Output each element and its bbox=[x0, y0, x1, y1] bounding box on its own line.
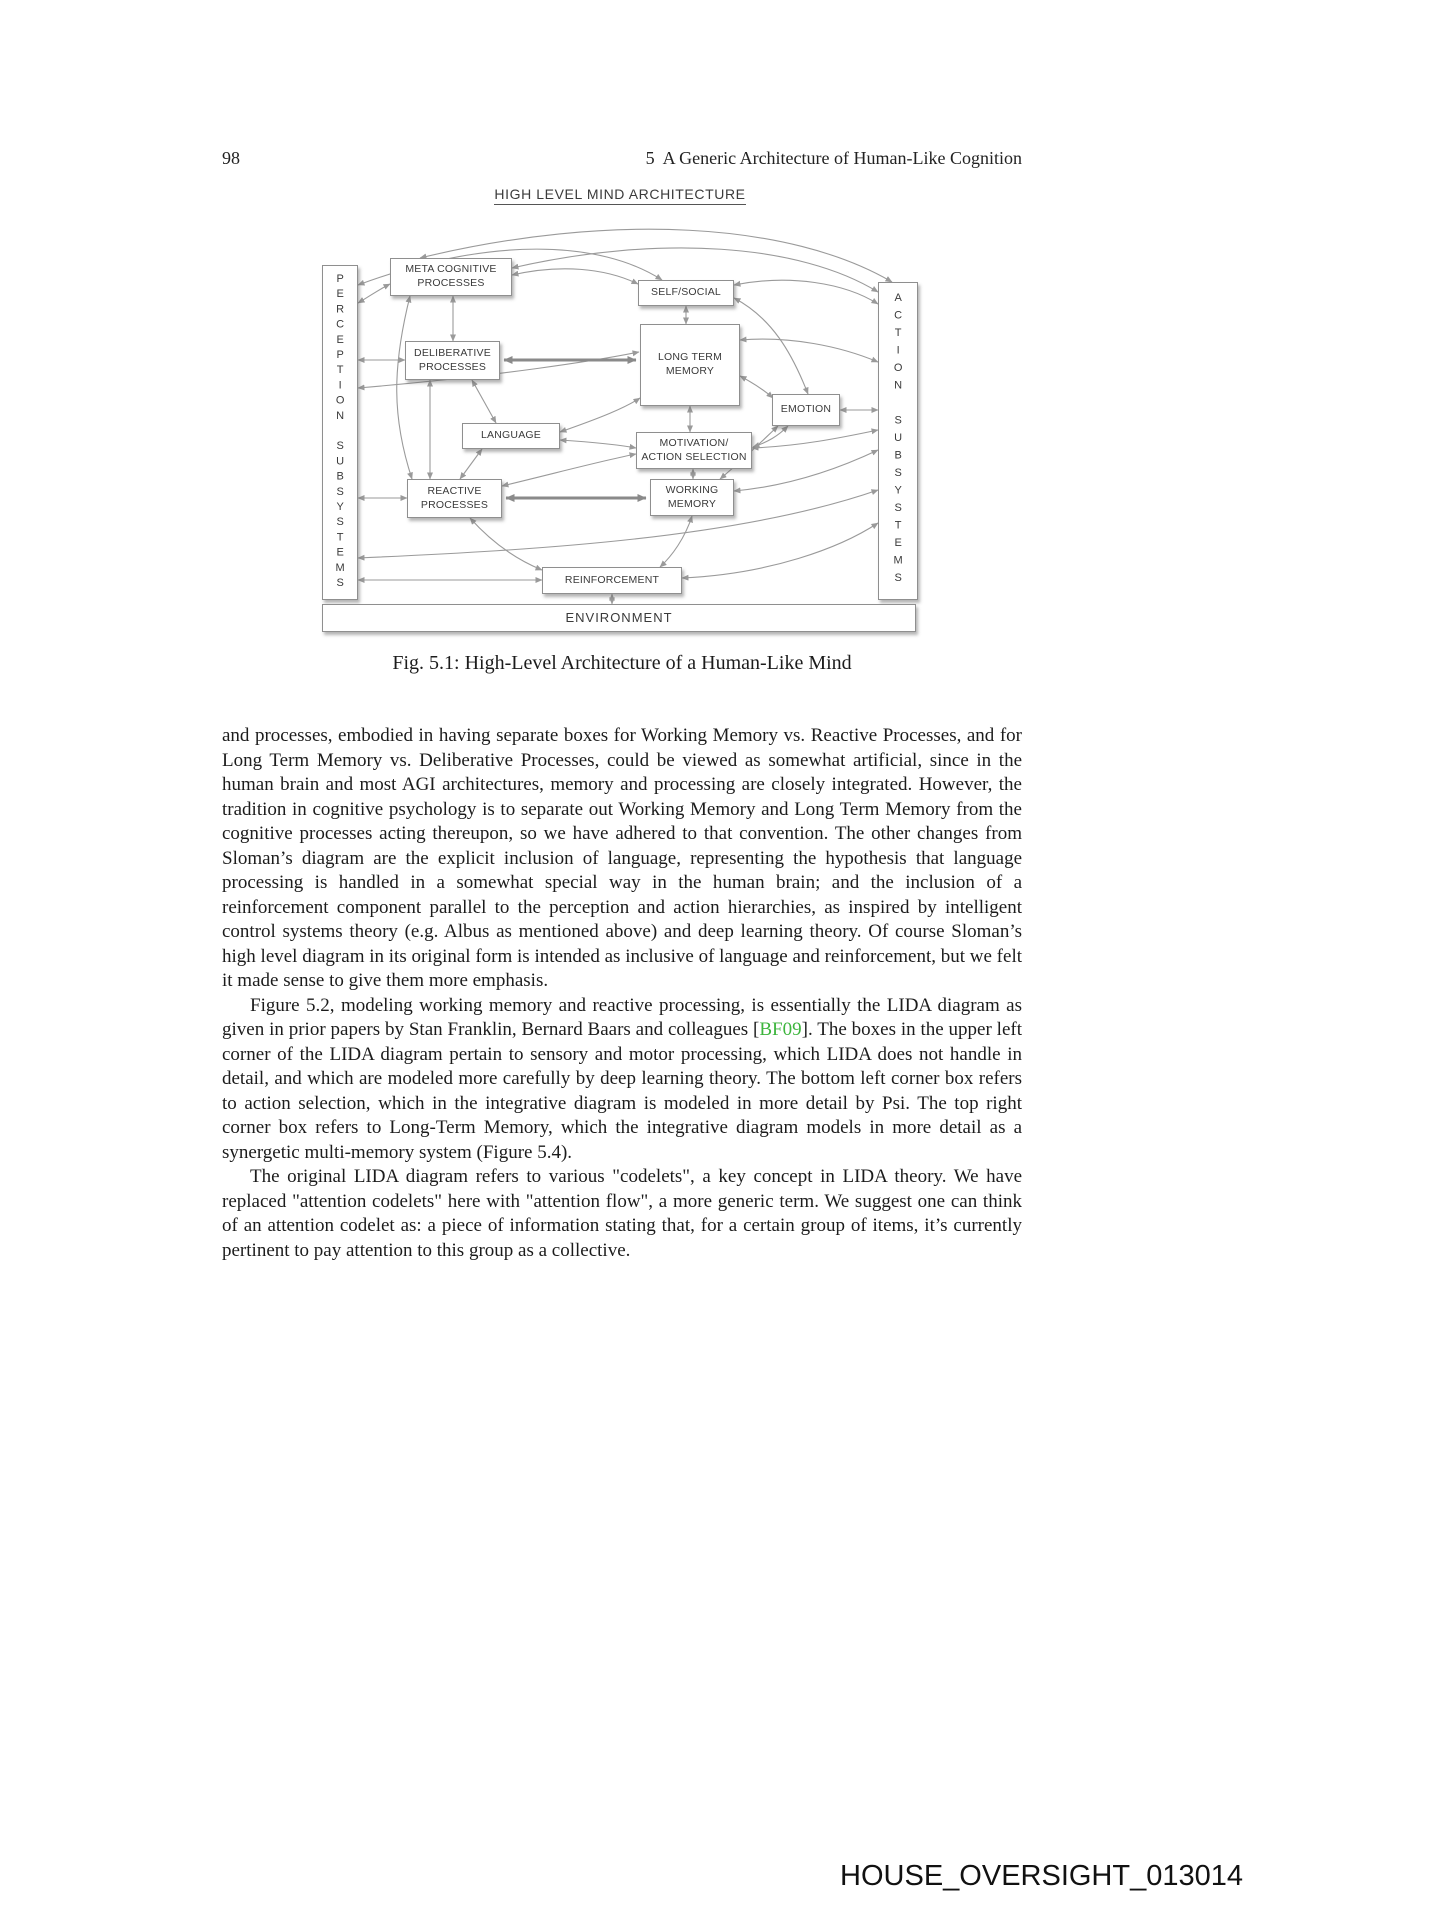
node-working-memory-label: WORKING MEMORY bbox=[665, 483, 719, 510]
node-motivation-label: MOTIVATION/ ACTION SELECTION bbox=[641, 436, 747, 463]
node-reinforcement: REINFORCEMENT bbox=[542, 567, 682, 594]
citation-bf09[interactable]: BF09 bbox=[759, 1019, 802, 1040]
figure-arrows bbox=[357, 228, 893, 605]
node-working-memory: WORKING MEMORY bbox=[650, 479, 734, 516]
body-text: and processes, embodied in having separa… bbox=[222, 724, 1022, 1263]
node-environment-label: ENVIRONMENT bbox=[565, 609, 673, 625]
node-deliberative-processes: DELIBERATIVE PROCESSES bbox=[405, 341, 500, 380]
watermark-label: HOUSE_OVERSIGHT_013014 bbox=[840, 1860, 1243, 1892]
node-action-label: ACTION SUBSYSTEMS bbox=[892, 292, 905, 590]
figure-title: HIGH LEVEL MIND ARCHITECTURE bbox=[320, 186, 920, 205]
node-motivation-action-selection: MOTIVATION/ ACTION SELECTION bbox=[636, 432, 752, 469]
node-emotion-label: EMOTION bbox=[780, 403, 832, 416]
node-emotion: EMOTION bbox=[772, 394, 840, 426]
figure-caption: Fig. 5.1: High-Level Architecture of a H… bbox=[392, 652, 852, 674]
paragraph-3: The original LIDA diagram refers to vari… bbox=[222, 1166, 1022, 1261]
paragraph-2-before: Figure 5.2, modeling working memory and … bbox=[222, 994, 1022, 1041]
node-language-label: LANGUAGE bbox=[481, 429, 541, 442]
node-perception-subsystems: PERCEPTION SUBSYSTEMS bbox=[322, 265, 358, 600]
node-perception-label: PERCEPTION SUBSYSTEMS bbox=[334, 272, 347, 593]
node-deliberative-label: DELIBERATIVE PROCESSES bbox=[414, 346, 491, 373]
node-language: LANGUAGE bbox=[462, 423, 560, 449]
figure-diagram: PERCEPTION SUBSYSTEMS ACTION SUBSYSTEMS … bbox=[320, 228, 920, 638]
node-self-social-label: SELF/SOCIAL bbox=[651, 286, 721, 299]
node-environment: ENVIRONMENT bbox=[322, 604, 916, 632]
node-ltm-label: LONG TERM MEMORY bbox=[657, 351, 723, 377]
running-header: 98 5 A Generic Architecture of Human-Lik… bbox=[222, 148, 1022, 169]
node-reinforcement-label: REINFORCEMENT bbox=[564, 573, 660, 586]
node-action-subsystems: ACTION SUBSYSTEMS bbox=[878, 282, 918, 600]
node-meta-label: META COGNITIVE PROCESSES bbox=[405, 263, 497, 289]
running-header-title: 5 A Generic Architecture of Human-Like C… bbox=[645, 148, 1022, 168]
thick-arrow-set bbox=[503, 356, 647, 502]
arrow-set bbox=[357, 228, 893, 605]
paragraph-1: and processes, embodied in having separa… bbox=[222, 725, 1022, 991]
node-long-term-memory: LONG TERM MEMORY bbox=[640, 324, 740, 406]
node-meta-cognitive-processes: META COGNITIVE PROCESSES bbox=[390, 258, 512, 296]
node-self-social: SELF/SOCIAL bbox=[638, 280, 734, 306]
node-reactive-processes: REACTIVE PROCESSES bbox=[407, 479, 502, 518]
paragraph-2-after: ]. The boxes in the upper left corner of… bbox=[222, 1019, 1022, 1163]
page-number: 98 bbox=[222, 148, 240, 168]
node-reactive-label: REACTIVE PROCESSES bbox=[420, 484, 489, 511]
paragraph-2: Figure 5.2, modeling working memory and … bbox=[222, 994, 1022, 1166]
